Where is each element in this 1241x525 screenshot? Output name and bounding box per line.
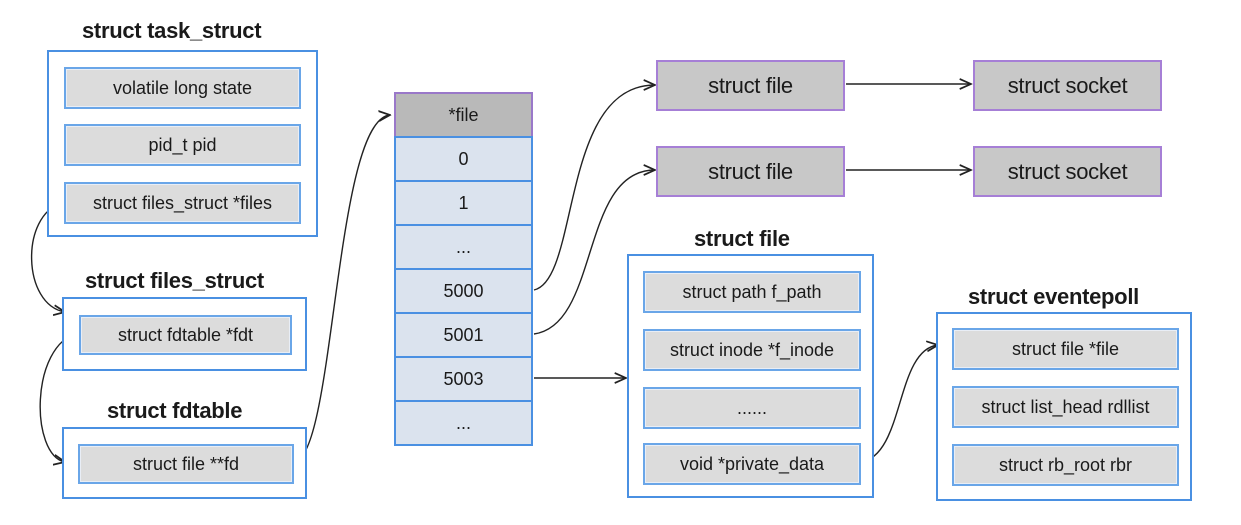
field-rdllist: struct list_head rdllist [952,386,1179,428]
arrow-private-data-to-eventpoll [860,345,938,463]
fd-array-header: *file [394,92,533,138]
fd-cell-5003: 5003 [394,356,533,402]
field-epoll-file: struct file *file [952,328,1179,370]
arrow-fd-to-file-array [295,115,390,462]
socket-file-2: struct file [656,146,845,197]
files-struct-title: struct files_struct [85,268,264,293]
fd-cell-5000: 5000 [394,268,533,314]
fd-cell-1: 1 [394,180,533,226]
arrow-5000-to-struct-file-1 [533,85,655,291]
field-private-data: void *private_data [643,443,861,485]
eventpoll-title: struct eventepoll [968,284,1139,309]
field-state: volatile long state [64,67,301,109]
fdtable-frame: struct file **fd [62,427,307,499]
field-ellipsis: ...... [643,387,861,429]
fd-cell-5001: 5001 [394,312,533,358]
fd-cell-ellipsis-1: ... [394,224,533,270]
field-f-path: struct path f_path [643,271,861,313]
field-pid: pid_t pid [64,124,301,166]
socket-file-1: struct file [656,60,845,111]
struct-file-title: struct file [694,226,790,251]
field-rbr: struct rb_root rbr [952,444,1179,486]
files-struct-frame: struct fdtable *fdt [62,297,307,371]
field-fd: struct file **fd [78,444,294,484]
fd-cell-0: 0 [394,136,533,182]
struct-file-frame: struct path f_path struct inode *f_inode… [627,254,874,498]
arrow-5001-to-struct-file-2 [533,170,655,335]
fdtable-title: struct fdtable [107,398,243,423]
fd-cell-ellipsis-2: ... [394,400,533,446]
socket-1: struct socket [973,60,1162,111]
field-files: struct files_struct *files [64,182,301,224]
field-fdt: struct fdtable *fdt [79,315,292,355]
task-struct-frame: volatile long state pid_t pid struct fil… [47,50,318,237]
eventpoll-frame: struct file *file struct list_head rdlli… [936,312,1192,501]
task-struct-title: struct task_struct [82,18,262,43]
socket-2: struct socket [973,146,1162,197]
field-f-inode: struct inode *f_inode [643,329,861,371]
